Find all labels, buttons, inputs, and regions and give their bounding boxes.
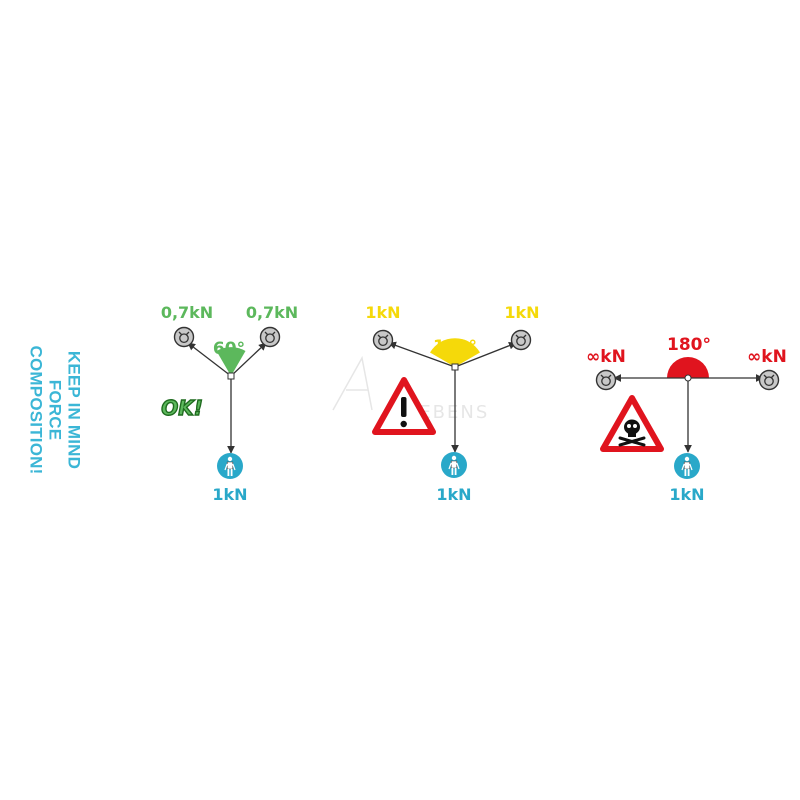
left-force-label: ∞kN [586, 347, 626, 367]
right-force-label: 0,7kN [246, 303, 298, 322]
left-force-label: 0,7kN [161, 303, 213, 322]
angle-wedge-180 [667, 357, 709, 378]
load-label: 1kN [669, 485, 704, 504]
right-anchor-icon [758, 369, 780, 391]
right-sling [454, 341, 517, 368]
warning-triangle-icon [372, 377, 436, 435]
left-anchor-icon [595, 369, 617, 391]
climber-icon [440, 451, 468, 479]
left-sling [187, 342, 232, 377]
angle-label: 180° [667, 335, 711, 355]
master-point [684, 374, 692, 382]
skull-danger-icon [600, 395, 664, 452]
left-force-label: 1kN [365, 303, 400, 322]
load-label: 1kN [212, 485, 247, 504]
master-point [227, 372, 235, 380]
angle-wedge-60 [216, 347, 246, 376]
master-point [451, 363, 459, 371]
right-anchor-icon [259, 326, 281, 348]
left-anchor-icon [173, 326, 195, 348]
angle-label: 60° [213, 339, 245, 359]
climber-icon [673, 452, 701, 480]
panel-60-degrees: 60° 0,7kN 0,7kN 1kN OK! [160, 303, 298, 504]
panel-120-degrees: 120° 1kN 1kN 1kN [365, 303, 539, 504]
right-force-label: 1kN [504, 303, 539, 322]
climber-icon [216, 452, 244, 480]
angle-label: 120° [433, 337, 477, 357]
panel-180-degrees: 180° ∞kN ∞kN 1kN [586, 335, 787, 504]
right-force-label: ∞kN [747, 347, 787, 367]
right-anchor-icon [510, 329, 532, 351]
left-sling [388, 341, 456, 368]
ok-badge: OK! [161, 396, 203, 420]
left-anchor-icon [372, 329, 394, 351]
right-sling [230, 342, 267, 377]
load-label: 1kN [436, 485, 471, 504]
angle-wedge-120 [430, 338, 480, 367]
